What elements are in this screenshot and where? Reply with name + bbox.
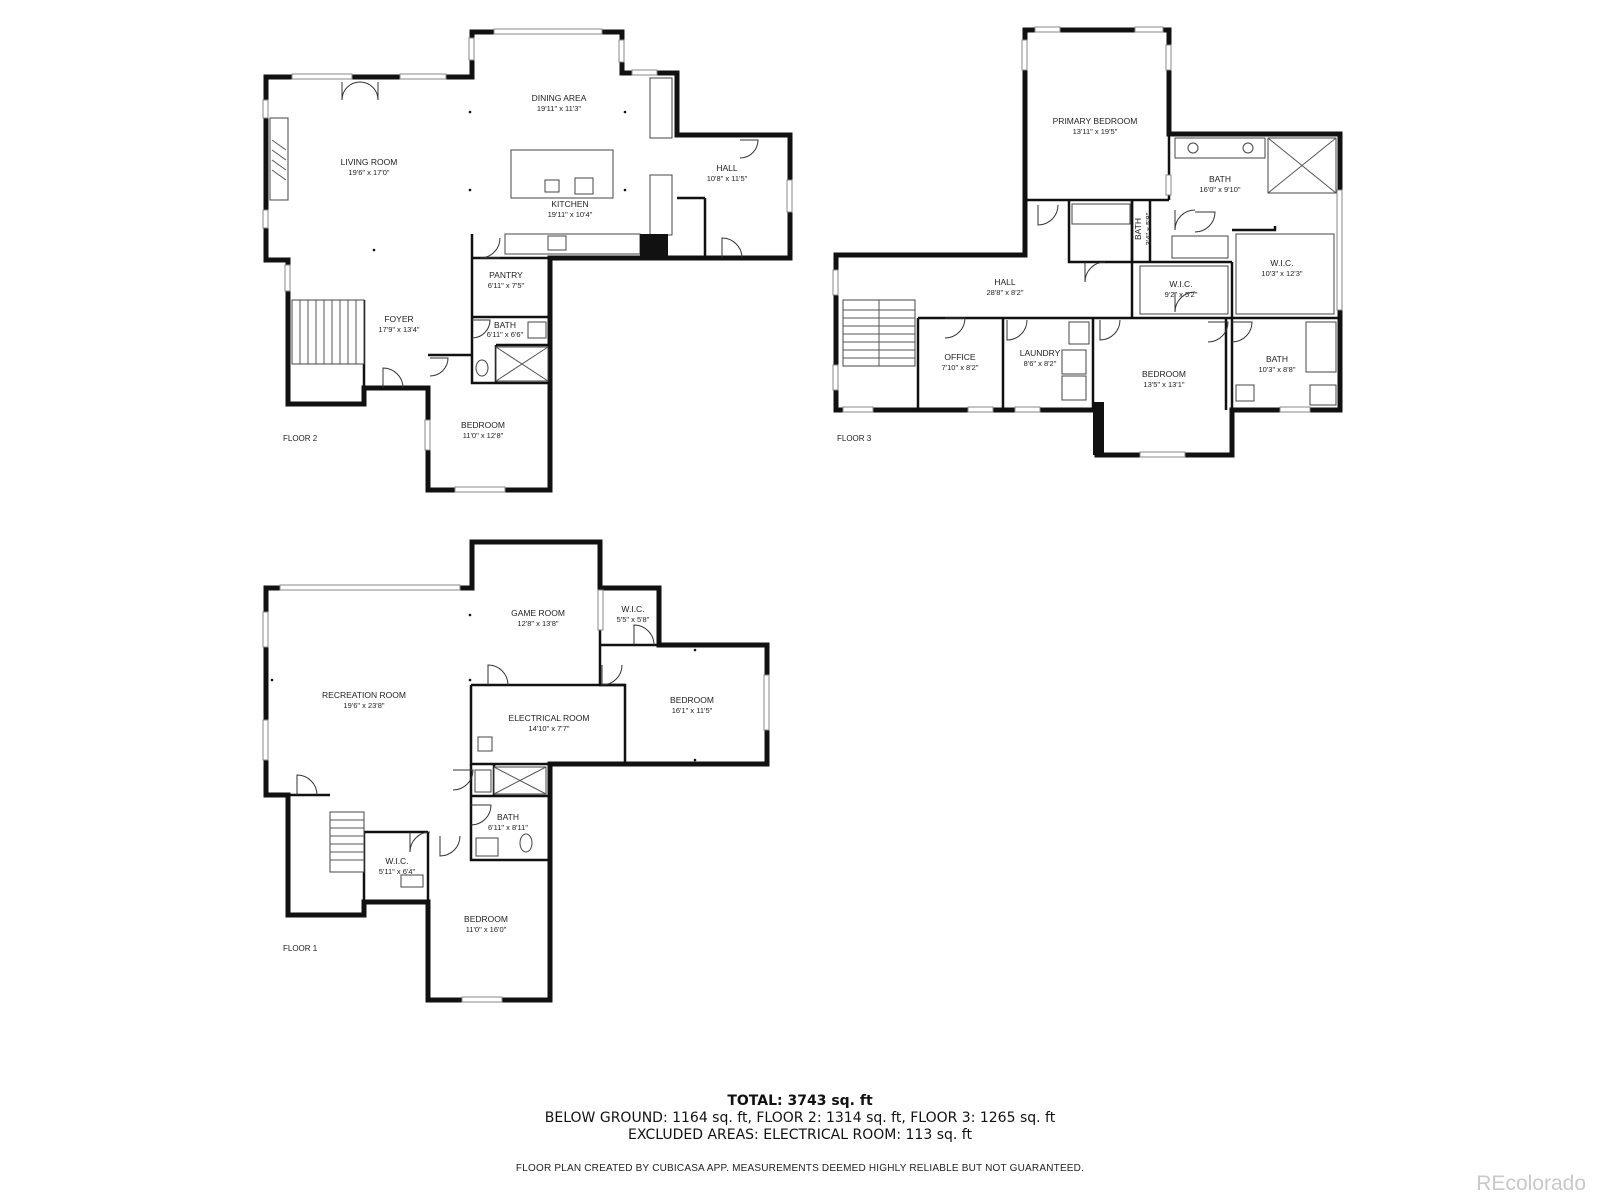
- floor-1-plan: [262, 539, 770, 1003]
- room-name: W.I.C.: [385, 856, 408, 866]
- area-breakdown: BELOW GROUND: 1164 sq. ft, FLOOR 2: 1314…: [544, 1110, 1056, 1126]
- room-dimensions: 16'0" x 9'10": [1199, 185, 1240, 194]
- room-name: PRIMARY BEDROOM: [1053, 116, 1138, 126]
- room-dimensions: 10'3" x 8'8": [1259, 365, 1296, 374]
- room-dimensions: 19'11" x 11'3": [537, 104, 582, 113]
- room-dimensions: 8'6" x 8'2": [1024, 359, 1057, 368]
- room-name: DINING AREA: [532, 93, 587, 103]
- room-name: BEDROOM: [670, 695, 714, 705]
- room-dimensions: 13'11" x 19'5": [1073, 127, 1118, 136]
- room-dimensions: 7'10" x 8'2": [942, 363, 979, 372]
- room-name: FOYER: [384, 314, 413, 324]
- room-dimensions: 11'0" x 16'0": [466, 925, 507, 934]
- floor-3-label: FLOOR 3: [837, 434, 872, 443]
- room-name: W.I.C.: [1270, 258, 1293, 268]
- room-name: BEDROOM: [464, 914, 508, 924]
- room-dimensions: 13'5" x 13'1": [1143, 380, 1184, 389]
- room-name: KITCHEN: [551, 199, 588, 209]
- brand-watermark: REcolorado: [1476, 1172, 1586, 1195]
- room-dimensions: 5'11" x 6'4": [379, 867, 416, 876]
- room-dimensions: 5'5" x 5'8": [617, 615, 650, 624]
- room-name: ELECTRICAL ROOM: [509, 713, 590, 723]
- room-dimensions: 6'11" x 7'5": [488, 281, 525, 290]
- floor-2-outer-wall: [263, 29, 793, 493]
- room-name: LAUNDRY: [1020, 348, 1061, 358]
- room-name: BATH: [1266, 354, 1288, 364]
- room-name: OFFICE: [944, 352, 975, 362]
- room-dimensions: 10'8" x 11'5": [707, 174, 748, 183]
- floor-1-label: FLOOR 1: [283, 944, 318, 953]
- room-labels: DINING AREA 19'11" x 11'3" LIVING ROOM 1…: [322, 93, 1303, 934]
- room-dimensions: 16'1" x 11'5": [672, 706, 713, 715]
- room-name: BATH: [1209, 174, 1231, 184]
- room-name: BEDROOM: [461, 420, 505, 430]
- room-dimensions: 28'8" x 8'2": [987, 288, 1024, 297]
- area-summary: TOTAL: 3743 sq. ft BELOW GROUND: 1164 sq…: [400, 1093, 1200, 1144]
- room-dimensions: 19'6" x 23'8": [343, 701, 384, 710]
- room-name: W.I.C.: [1169, 279, 1192, 289]
- room-name: RECREATION ROOM: [322, 690, 406, 700]
- room-dimensions: 3'4" x 5'8": [1144, 212, 1153, 245]
- room-dimensions: 12'8" x 13'8": [517, 619, 558, 628]
- room-dimensions: 17'9" x 13'4": [378, 325, 419, 334]
- total-area: TOTAL: 3743 sq. ft: [727, 1093, 873, 1109]
- room-dimensions: 6'11" x 8'11": [488, 823, 528, 832]
- room-dimensions: 19'11" x 10'4": [548, 210, 593, 219]
- room-dimensions: 9'2" x 5'2": [1165, 290, 1198, 299]
- disclaimer-text: FLOOR PLAN CREATED BY CUBICASA APP. MEAS…: [515, 1163, 1085, 1174]
- room-name: LIVING ROOM: [341, 157, 398, 167]
- room-name: BEDROOM: [1142, 369, 1186, 379]
- room-name: BATH: [494, 320, 516, 330]
- room-dimensions: 10'3" x 12'3": [1261, 269, 1302, 278]
- floor-2-plan: [262, 28, 793, 493]
- room-name: BATH: [1133, 218, 1143, 240]
- room-name: HALL: [994, 277, 1016, 287]
- room-dimensions: 11'0" x 12'8": [463, 431, 504, 440]
- room-dimensions: 6'11" x 6'6": [487, 330, 524, 339]
- room-dimensions: 19'6" x 17'0": [348, 168, 389, 177]
- floor-2-label: FLOOR 2: [283, 434, 318, 443]
- room-name: HALL: [716, 163, 738, 173]
- room-name: PANTRY: [489, 270, 523, 280]
- room-name: W.I.C.: [621, 604, 644, 614]
- room-name: GAME ROOM: [511, 608, 565, 618]
- floor-3-plan: [832, 26, 1343, 458]
- room-dimensions: 14'10" x 7'7": [528, 724, 569, 733]
- room-name: BATH: [497, 812, 519, 822]
- excluded-areas: EXCLUDED AREAS: ELECTRICAL ROOM: 113 sq.…: [628, 1127, 972, 1143]
